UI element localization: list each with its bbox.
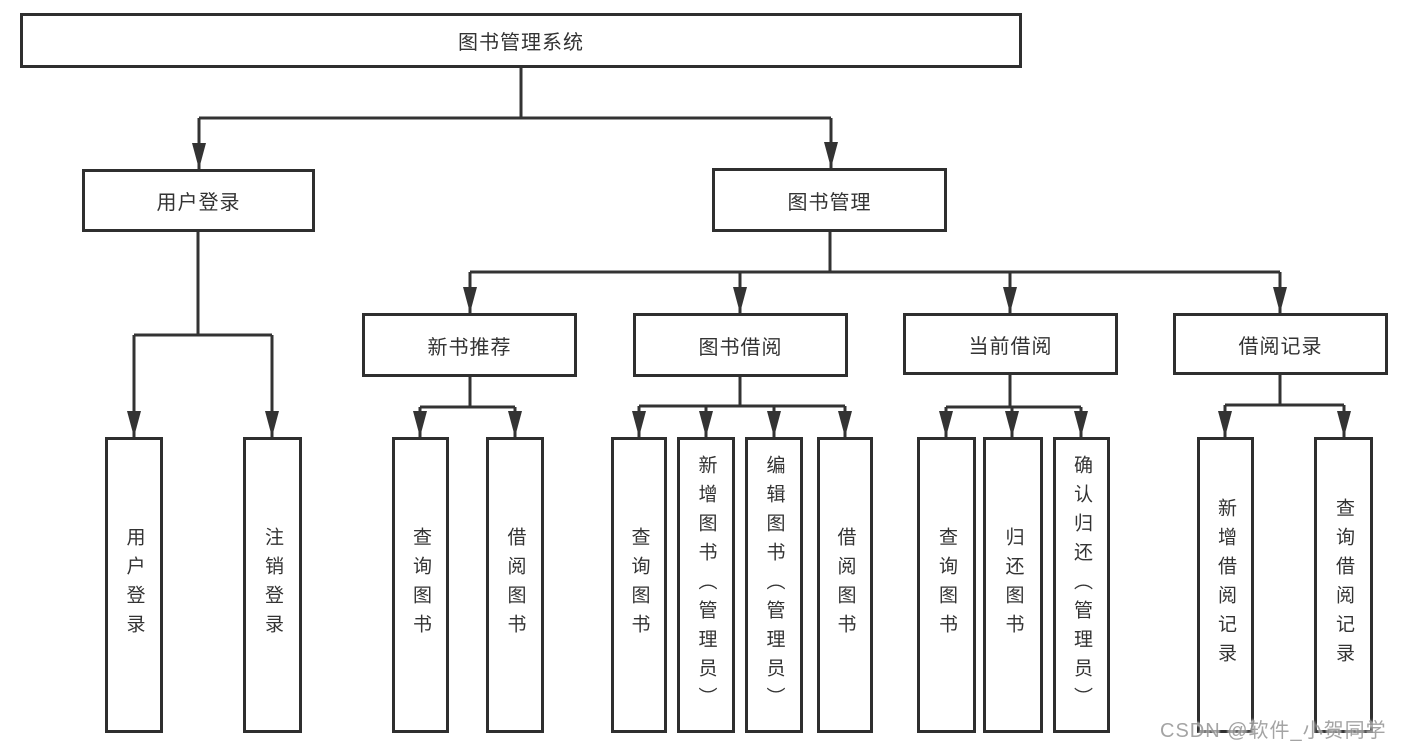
node-borrowing-records: 借阅记录	[1173, 313, 1388, 375]
connector-newbooks-to-leaves	[413, 377, 522, 437]
node-new-book-recommend: 新书推荐	[362, 313, 577, 377]
node-book-borrowing: 图书借阅	[633, 313, 848, 377]
leaf-confirm-return-admin: 确认归还（管理员）	[1053, 437, 1110, 733]
connector-root-to-level2	[192, 68, 838, 169]
csdn-watermark: CSDN @软件_小贺同学	[1160, 720, 1387, 742]
connector-userlogin-to-leaves	[127, 232, 279, 437]
leaf-query-books-borrowing: 查询图书	[611, 437, 667, 733]
node-book-management: 图书管理	[712, 168, 947, 232]
leaf-add-books-admin: 新增图书（管理员）	[677, 437, 735, 733]
node-current-borrowing: 当前借阅	[903, 313, 1118, 375]
node-library-management-system: 图书管理系统	[20, 13, 1022, 68]
leaf-query-books-current: 查询图书	[917, 437, 976, 733]
leaf-edit-books-admin: 编辑图书（管理员）	[745, 437, 803, 733]
leaf-add-borrow-record: 新增借阅记录	[1197, 437, 1254, 733]
connector-bookmgmt-to-level3	[463, 232, 1287, 313]
connector-current-to-leaves	[939, 375, 1088, 437]
leaf-logout: 注销登录	[243, 437, 302, 733]
leaf-user-login: 用户登录	[105, 437, 163, 733]
leaf-return-books: 归还图书	[983, 437, 1043, 733]
leaf-borrow-books-recommend: 借阅图书	[486, 437, 544, 733]
leaf-query-borrow-record: 查询借阅记录	[1314, 437, 1373, 733]
leaf-query-books-recommend: 查询图书	[392, 437, 449, 733]
connector-records-to-leaves	[1218, 375, 1351, 437]
connector-borrowing-to-leaves	[632, 377, 852, 437]
leaf-borrow-books: 借阅图书	[817, 437, 873, 733]
node-user-login: 用户登录	[82, 169, 315, 232]
